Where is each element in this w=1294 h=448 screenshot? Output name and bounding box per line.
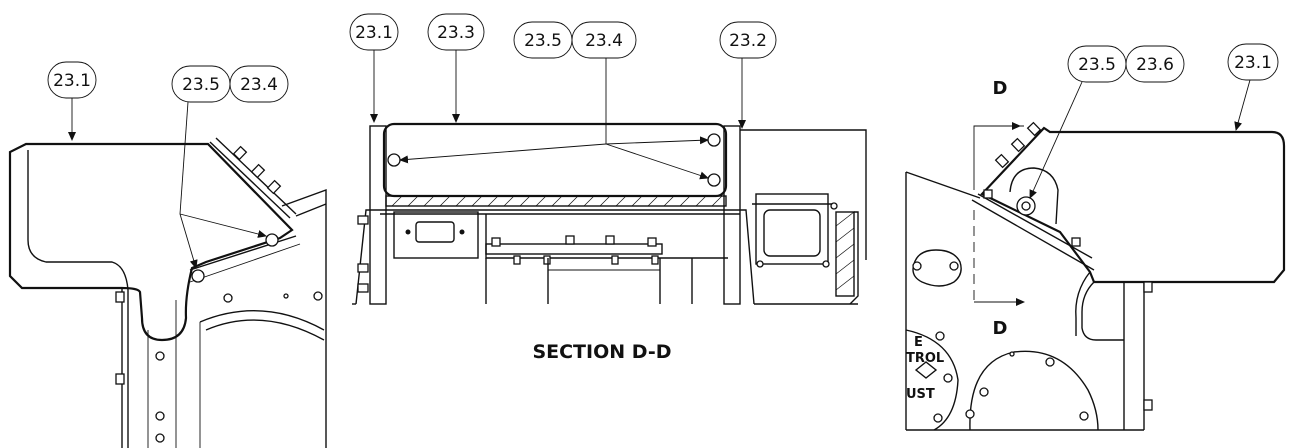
right-body-top-edge	[905, 171, 981, 199]
svg-text:23.3: 23.3	[437, 23, 475, 43]
svg-text:23.2: 23.2	[729, 31, 767, 51]
section-leader-branch-right	[605, 136, 709, 145]
left-leader-branch-b	[179, 213, 198, 269]
right-cover-outline	[980, 126, 1286, 284]
callout-left-23-1: 23.1	[47, 61, 97, 99]
right-slant-plate	[977, 193, 1093, 259]
right-leader-23-1	[1234, 79, 1251, 131]
right-hinge-lobe	[1009, 167, 1059, 225]
section-knob-right-lower	[707, 173, 721, 187]
right-oval-port	[912, 249, 962, 287]
section-housing	[355, 209, 755, 305]
callout-right-23-6: 23.6	[1125, 45, 1185, 83]
right-body-step	[1081, 281, 1124, 341]
left-angled-plate	[209, 141, 291, 219]
left-housing-edge-2	[295, 203, 327, 217]
section-cover-base	[385, 195, 727, 207]
callout-section-23-3: 23.3	[427, 13, 485, 51]
svg-text:UST: UST	[906, 387, 935, 402]
left-knob-lower	[191, 269, 205, 283]
section-tray-bar	[485, 243, 663, 255]
right-plate-bolts	[983, 121, 1081, 247]
svg-text:E: E	[914, 335, 923, 350]
section-right-wall-hatch	[835, 211, 855, 291]
left-opening-arc-inner	[205, 319, 325, 341]
left-view: 23.1 23.5 23.4	[8, 61, 327, 448]
right-slant-plate-2	[971, 199, 1095, 271]
left-housing-edge	[281, 189, 327, 448]
right-body-step-2	[1075, 271, 1091, 336]
section-knob-right-upper	[707, 133, 721, 147]
callout-section-23-5: 23.5	[513, 21, 573, 59]
left-holes	[155, 291, 323, 443]
section-view: 23.1 23.3 23.5 23.4 23.2 SECTION D-D	[349, 13, 867, 363]
svg-text:23.4: 23.4	[585, 31, 623, 51]
left-opening-arc	[199, 310, 325, 331]
section-cover	[382, 122, 728, 198]
section-title: SECTION D-D	[532, 341, 671, 363]
right-gauge-plate	[905, 329, 959, 431]
section-leader-branch-lower	[605, 143, 709, 180]
left-guard-line-2	[189, 243, 301, 283]
right-round-cover	[969, 350, 1099, 431]
right-leader-23-5	[1029, 81, 1083, 199]
svg-text:23.1: 23.1	[1234, 53, 1272, 73]
svg-text:TROL: TROL	[906, 351, 944, 366]
section-left-bolts	[357, 215, 369, 293]
left-knob-upper	[265, 233, 279, 247]
right-diamond-icon	[914, 361, 938, 379]
svg-text:23.5: 23.5	[1078, 55, 1116, 75]
section-left-upright	[369, 125, 387, 305]
view-mark-top: D	[993, 78, 1008, 99]
callout-left-23-5: 23.5	[171, 65, 231, 103]
callout-right-23-1: 23.1	[1227, 43, 1279, 81]
svg-text:23.6: 23.6	[1136, 55, 1174, 75]
left-cover-outline	[8, 142, 294, 342]
section-right-box	[740, 129, 867, 260]
left-leader-23-5	[179, 101, 189, 215]
left-plate-bolts	[232, 145, 282, 195]
callout-section-23-2: 23.2	[719, 21, 777, 59]
left-cover-inner	[27, 150, 129, 291]
view-mark-bottom: D	[993, 318, 1008, 339]
section-lower-ribs	[485, 258, 693, 304]
section-right-cover	[755, 193, 829, 265]
left-side-bolts	[115, 291, 125, 385]
right-view: E TROL UST D D 23.5 23.6	[905, 43, 1286, 431]
svg-text:23.4: 23.4	[240, 75, 278, 95]
section-left-panel	[393, 211, 479, 259]
section-cover-hatch	[391, 195, 723, 207]
section-leader-branch-left	[399, 143, 607, 164]
callout-section-23-1: 23.1	[349, 13, 399, 51]
svg-text:23.1: 23.1	[355, 23, 393, 43]
left-leader-branch-a	[179, 213, 267, 238]
section-right-upright	[723, 125, 741, 305]
right-gauge-labels: E TROL UST	[906, 335, 944, 402]
svg-text:23.5: 23.5	[182, 75, 220, 95]
section-connector	[415, 221, 455, 243]
left-guard-line	[189, 235, 297, 271]
section-right-cover-inner	[763, 209, 821, 257]
svg-text:23.5: 23.5	[524, 31, 562, 51]
callout-section-23-4: 23.4	[571, 21, 637, 59]
section-right-wall	[835, 211, 855, 297]
section-knob-left	[387, 153, 401, 167]
callout-left-23-4: 23.4	[229, 65, 289, 103]
callout-right-23-5: 23.5	[1067, 45, 1127, 83]
section-right-lip	[849, 211, 859, 305]
svg-text:23.1: 23.1	[53, 71, 91, 91]
section-tray-bolts	[491, 235, 659, 265]
